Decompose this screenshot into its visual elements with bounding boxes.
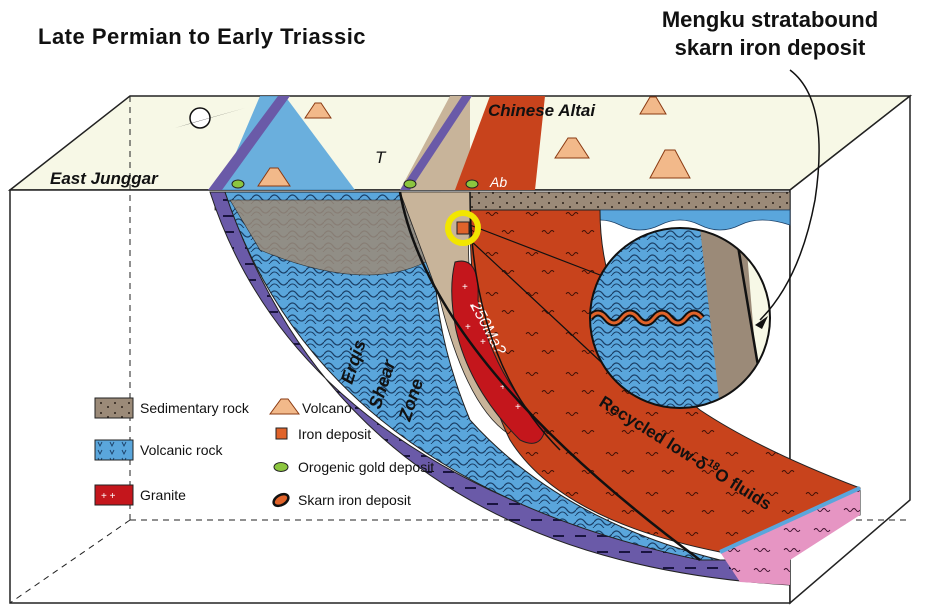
legend-volcano-label: Volcano	[302, 400, 352, 416]
legend-skarn-label: Skarn iron deposit	[298, 492, 411, 508]
terrane-t-label: T	[375, 148, 387, 167]
iron-deposit-marker	[457, 222, 469, 234]
svg-text:+: +	[465, 322, 471, 333]
legend-volcanic-swatch	[95, 440, 133, 460]
legend-volcanic-label: Volcanic rock	[140, 442, 223, 458]
gold-deposit-marker	[404, 180, 416, 188]
terrane-ab-label: Ab	[489, 174, 507, 190]
legend-gold-swatch	[274, 463, 288, 472]
legend-gold-label: Orogenic gold deposit	[298, 459, 434, 475]
gold-deposit-marker	[466, 180, 478, 188]
gold-deposit-marker	[232, 180, 244, 188]
legend-iron-label: Iron deposit	[298, 426, 371, 442]
legend-granite-label: Granite	[140, 487, 186, 503]
east-junggar-label: East Junggar	[50, 169, 159, 188]
legend-iron-swatch	[276, 428, 287, 439]
legend-granite-crosses: + +	[101, 491, 116, 502]
svg-text:+: +	[462, 282, 468, 293]
legend-sedimentary-swatch	[95, 398, 133, 418]
chinese-altai-label: Chinese Altai	[488, 101, 596, 120]
legend-sedimentary-label: Sedimentary rock	[140, 400, 250, 416]
